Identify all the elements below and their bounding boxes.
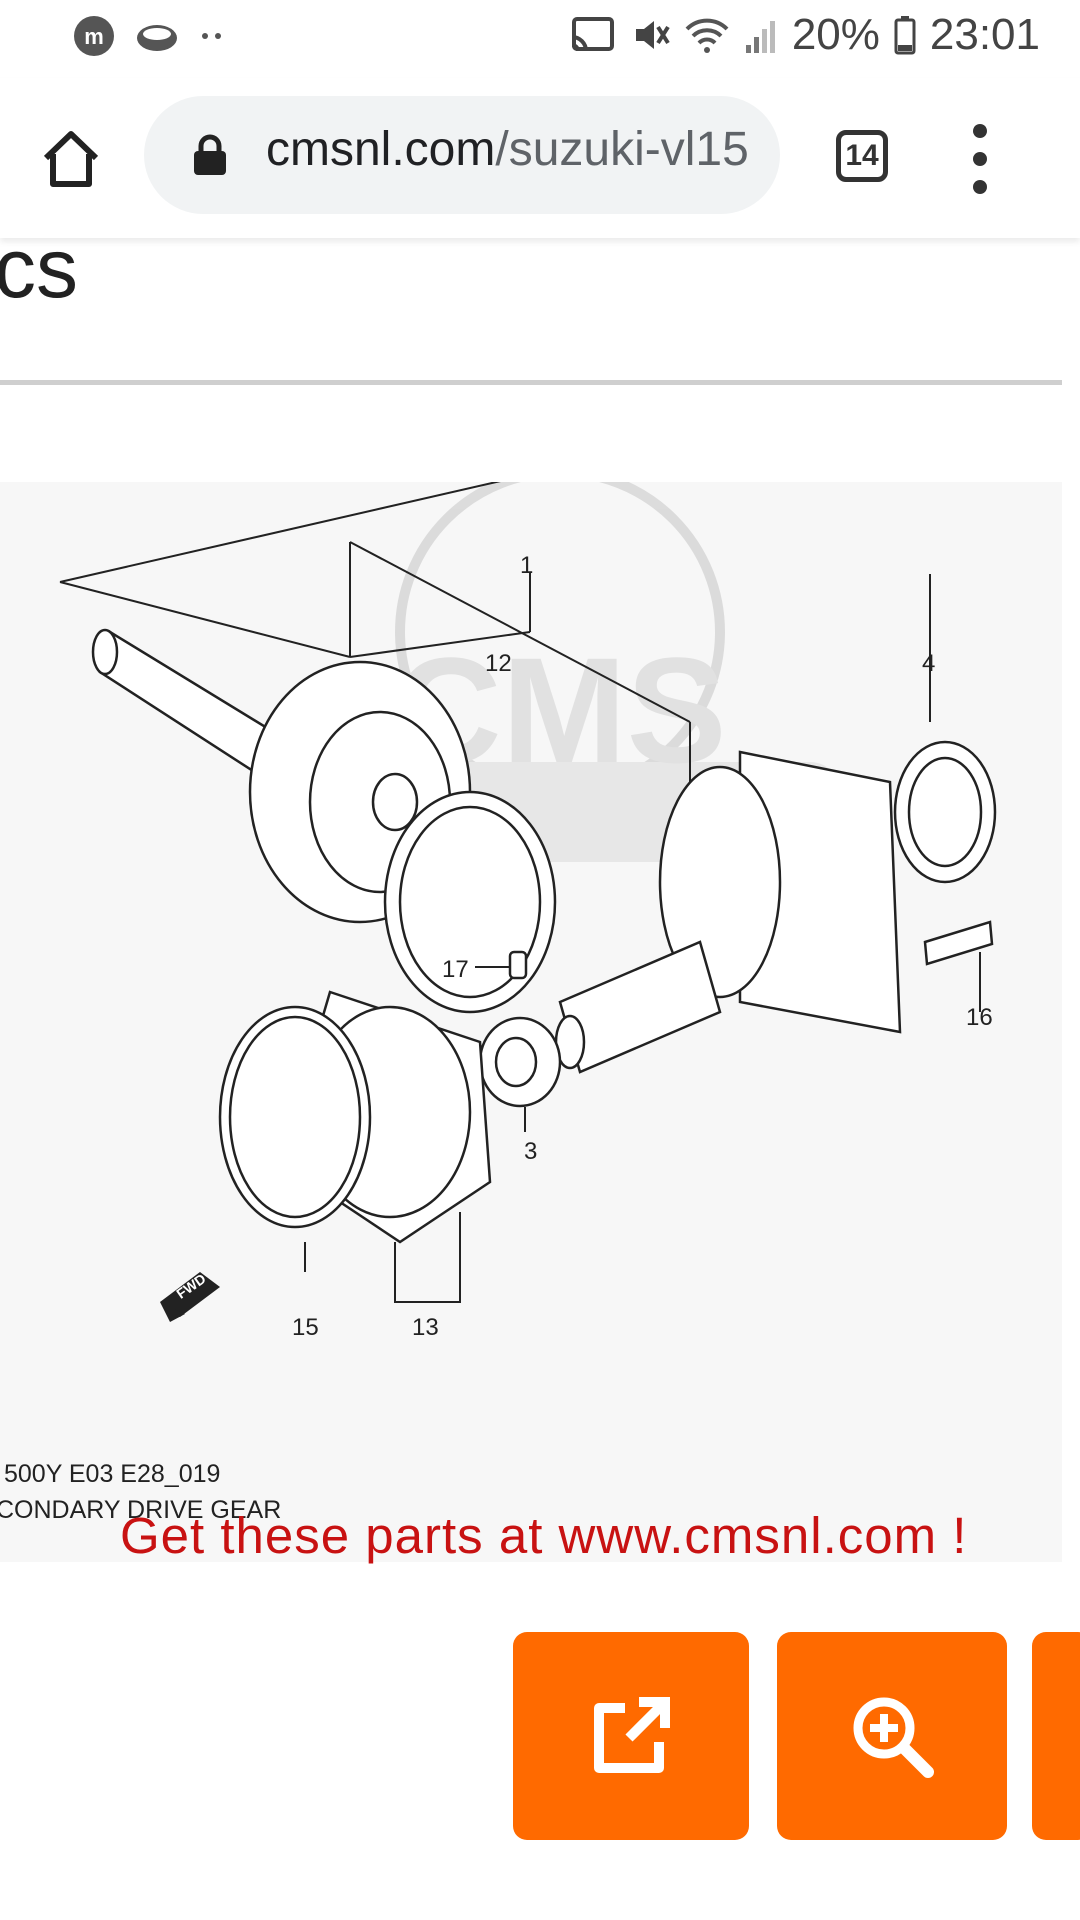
- browser-menu-icon[interactable]: [968, 124, 992, 194]
- diagram-code: 500Y E03 E28_019: [4, 1460, 221, 1488]
- fwd-arrow-icon: [160, 1272, 220, 1322]
- wifi-icon: [685, 18, 729, 53]
- url-text[interactable]: cmsnl.com/suzuki-vl15: [266, 122, 749, 177]
- svg-text:m: m: [84, 24, 104, 49]
- lock-icon: [194, 134, 226, 175]
- parts-diagram-drawing: CMS: [59, 482, 997, 1322]
- zoom-in-button[interactable]: [777, 1632, 1007, 1840]
- more-dots-icon: [202, 33, 221, 39]
- browser-toolbar: cmsnl.com/suzuki-vl15 14: [0, 78, 1080, 238]
- signal-icon: [745, 21, 775, 53]
- battery-icon: [894, 16, 916, 55]
- status-bar: m 20%: [0, 0, 1080, 78]
- callout-16: 16: [966, 1004, 993, 1031]
- open-external-icon: [594, 1697, 670, 1773]
- callout-12: 12: [485, 650, 512, 677]
- callout-1: 1: [520, 552, 534, 579]
- mute-icon: [635, 21, 670, 49]
- battery-percent: 20%: [791, 10, 880, 59]
- more-action-button[interactable]: [1032, 1632, 1080, 1840]
- cloud-icon: [137, 25, 177, 51]
- notification-icons: m: [72, 14, 228, 58]
- zoom-in-icon: [853, 1697, 934, 1778]
- open-external-button[interactable]: [513, 1632, 749, 1840]
- divider: [0, 380, 1062, 385]
- moto-icon: m: [74, 16, 114, 56]
- tab-switcher-button[interactable]: 14: [836, 130, 888, 182]
- parts-diagram[interactable]: CMS: [0, 482, 1062, 1562]
- home-icon[interactable]: [38, 126, 104, 192]
- callout-3: 3: [524, 1138, 538, 1165]
- diagram-title: CONDARY DRIVE GEAR: [0, 1496, 282, 1524]
- callout-17: 17: [442, 956, 469, 983]
- clock: 23:01: [929, 10, 1040, 59]
- callout-13: 13: [412, 1314, 439, 1341]
- callout-4: 4: [922, 650, 936, 677]
- url-domain: cmsnl.com: [266, 123, 496, 176]
- callout-15: 15: [292, 1314, 319, 1341]
- address-bar[interactable]: cmsnl.com/suzuki-vl15: [144, 96, 780, 214]
- url-path: /suzuki-vl15: [495, 123, 749, 176]
- cast-icon: [571, 17, 614, 52]
- promo-text: Get these parts at www.cmsnl.com !: [120, 1507, 968, 1564]
- system-status: 20% 23:01: [568, 10, 1040, 60]
